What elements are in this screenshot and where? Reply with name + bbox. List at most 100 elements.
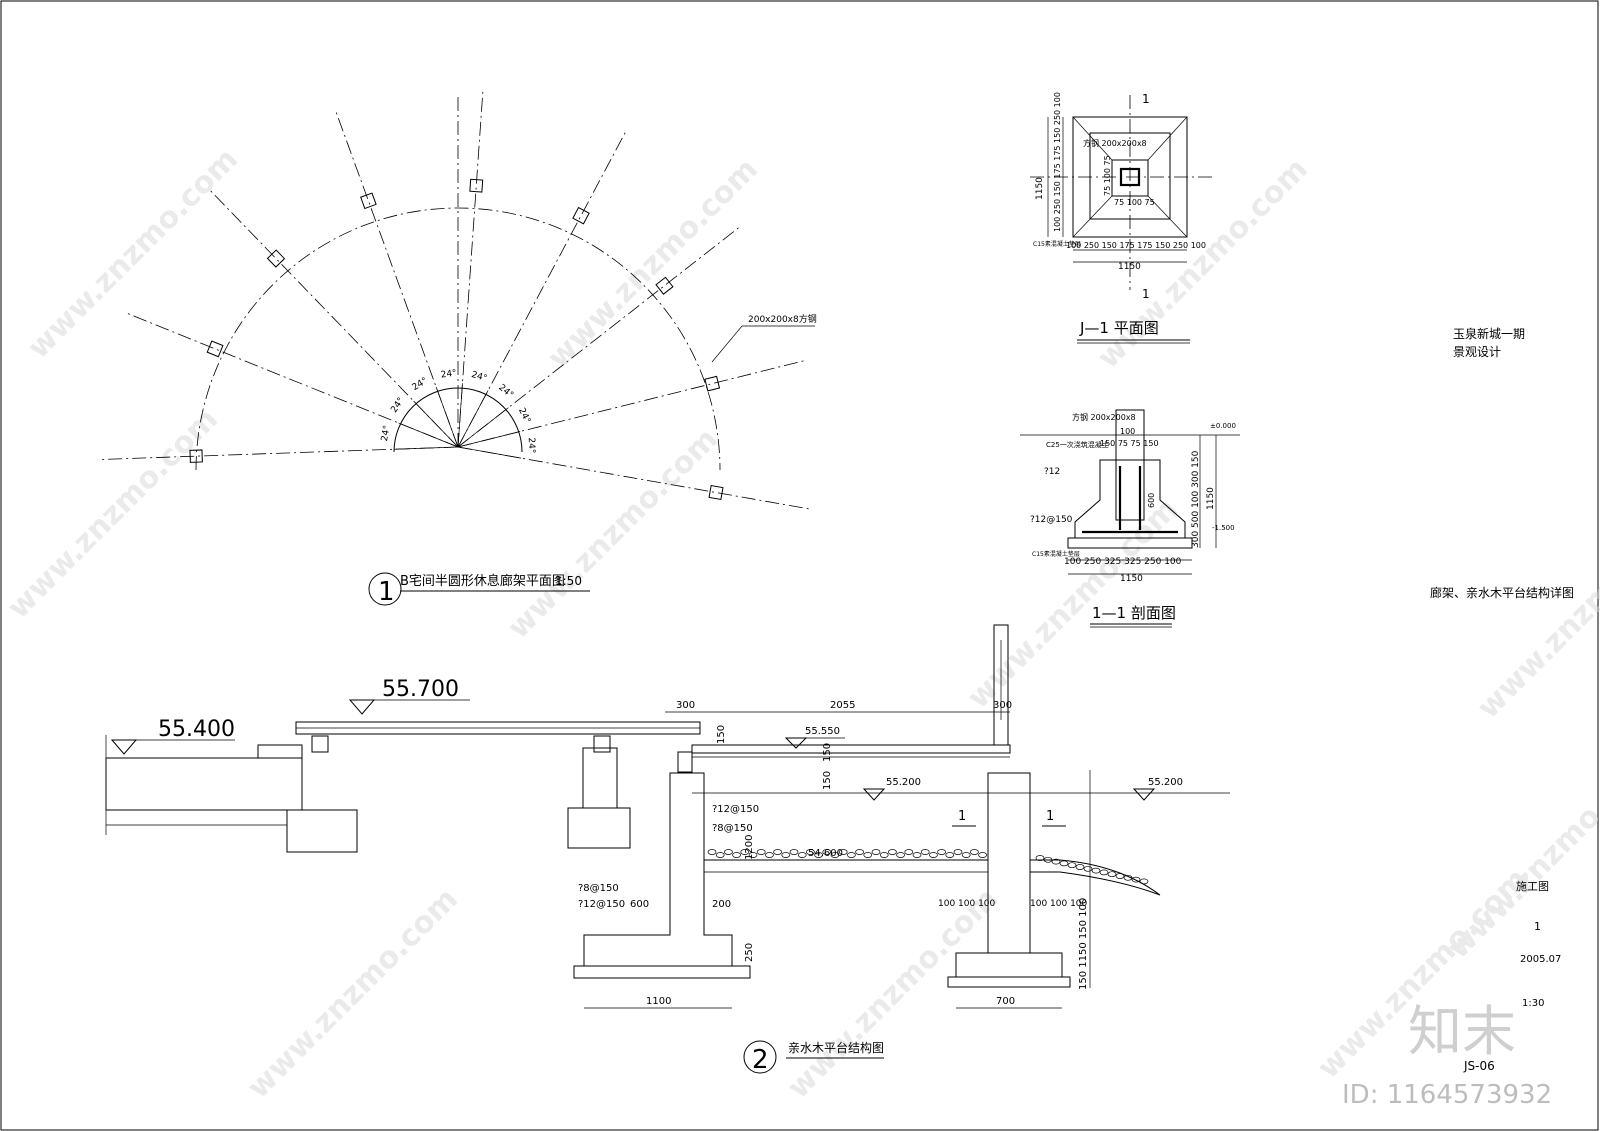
pebble: [1059, 860, 1069, 867]
pebble: [896, 852, 905, 858]
inner-rib: [435, 386, 459, 448]
pier-dims-right: 100 100 100: [1030, 899, 1088, 909]
footing-step: [1089, 132, 1171, 220]
post-note: 200x200x8方钢: [748, 313, 817, 325]
pier-left-base: [567, 807, 631, 849]
pebble: [1139, 878, 1149, 885]
pebble: [871, 849, 881, 855]
span-dim: 2055: [830, 700, 855, 711]
pebble: [970, 849, 979, 855]
watermark-layer: www.znzmo.com www.znzmo.com www.znzmo.co…: [1, 142, 1600, 1106]
level-deck: 55.700: [382, 677, 459, 702]
post-markers: [189, 178, 724, 501]
pebble: [945, 852, 955, 858]
level-water-right: 55.200: [1148, 777, 1183, 788]
inner-rib: [398, 422, 459, 448]
wall-dim-200: 200: [712, 899, 731, 910]
drawing-scale: 1:30: [1522, 998, 1544, 1009]
pebble: [715, 852, 725, 858]
water-triangle: [1132, 788, 1156, 801]
gravel-base: [286, 809, 358, 853]
rebar-mesh-note: ?12@150: [1030, 515, 1073, 525]
pier-footing-pad: [947, 976, 1071, 988]
base-pad: [1067, 537, 1193, 549]
retaining-wall-left: [583, 772, 733, 967]
overall-dim-left: 1150: [1035, 177, 1045, 200]
footing-plan: 1 1 方钢 200x200x8 1150 100 250 150 175 17…: [1030, 92, 1215, 344]
pebble: [732, 852, 741, 858]
angle-label: 24°: [526, 437, 537, 453]
watermark-url: www.znzmo.com: [241, 882, 465, 1106]
level-top: ±0.000: [1210, 422, 1236, 430]
base-width: 1100: [646, 996, 671, 1007]
pedestal: [1111, 159, 1149, 197]
pebble: [1051, 858, 1061, 865]
pebble: [929, 852, 938, 858]
pebble: [797, 852, 807, 858]
level-ground: 55.400: [158, 717, 235, 742]
drawing-title: 廊架、亲水木平台结构详图: [1430, 585, 1574, 600]
edge-dim-right: 300: [993, 700, 1012, 711]
leader-line: [711, 325, 743, 363]
steel-post: [1119, 167, 1141, 187]
bottom-dims: 100 250 150 175 175 150 250 100: [1066, 241, 1206, 250]
right-dims: 150 1150 150 100: [1078, 898, 1089, 990]
pebble: [1107, 871, 1117, 878]
pebble: [912, 852, 922, 858]
sheet-number: 1: [1534, 920, 1541, 933]
title-block: 玉泉新城一期 景观设计 廊架、亲水木平台结构详图 施工图 1 2005.07 1…: [1342, 326, 1574, 1110]
pebble: [740, 849, 750, 855]
section-mark-right: 1: [1046, 809, 1054, 824]
pergola-post: [469, 178, 484, 193]
level-triangle: [348, 699, 376, 715]
pebble: [773, 849, 782, 855]
footing-outline: [1072, 116, 1188, 238]
pebble: [888, 849, 897, 855]
pebble: [748, 852, 758, 858]
pebble: [789, 849, 799, 855]
inner-rib: [457, 390, 489, 448]
wall-dim-250: 250: [744, 943, 755, 962]
railing-post: [993, 624, 1009, 746]
bevel-line: [1072, 195, 1113, 238]
joist-support: [311, 735, 329, 753]
wall-dim-600: 600: [630, 899, 649, 910]
depth-dim: 100: [1120, 427, 1135, 436]
rebar-note-4: ?12@150: [578, 899, 625, 910]
angle-label: 24°: [411, 376, 430, 393]
edge-block: [257, 744, 303, 759]
watermark-url: www.znzmo.com: [21, 142, 245, 366]
left-dims: 100 250 150 175 175 150 250 100: [1053, 92, 1062, 232]
pebble: [961, 852, 971, 858]
drawing-number-circle: [368, 572, 402, 606]
watermark-url: www.znzmo.com: [781, 882, 1005, 1106]
inner-rib: [413, 400, 459, 448]
footing-plan-title: J—1 平面图: [1079, 319, 1159, 337]
pebble: [1035, 855, 1045, 861]
pier-wall: [987, 772, 1031, 954]
right-dims-total: 1150: [1206, 487, 1216, 510]
pier-left: [582, 747, 618, 809]
pebble: [1131, 876, 1141, 883]
platform-section: 55.400 55.700 300 2055 300 150 55.550 55…: [105, 624, 1230, 1075]
level-bottom: -1.500: [1212, 524, 1235, 532]
level-bed: 54.600: [808, 848, 843, 859]
pebble: [855, 849, 864, 855]
deck-dim: 150: [716, 725, 727, 744]
pebble: [765, 852, 774, 858]
pebble: [953, 849, 963, 855]
base-note: C15素混凝土垫层: [1032, 550, 1080, 558]
brand-id: ID: 1164573932: [1342, 1080, 1552, 1110]
section-mark-left: 1: [958, 809, 966, 824]
rebar-note-1: ?12@150: [712, 804, 759, 815]
inner-dims-vertical: 75 100 75: [1103, 155, 1112, 196]
project-name-line1: 玉泉新城一期: [1453, 326, 1525, 341]
outer-arc: [195, 207, 721, 471]
pebble: [1091, 867, 1101, 874]
project-name-line2: 景观设计: [1453, 345, 1501, 359]
level-plat: 55.550: [805, 726, 840, 737]
pebble: [756, 849, 766, 855]
rebar-vertical-note: ?12: [1044, 467, 1060, 477]
platform-title: 亲水木平台结构图: [788, 1040, 884, 1055]
